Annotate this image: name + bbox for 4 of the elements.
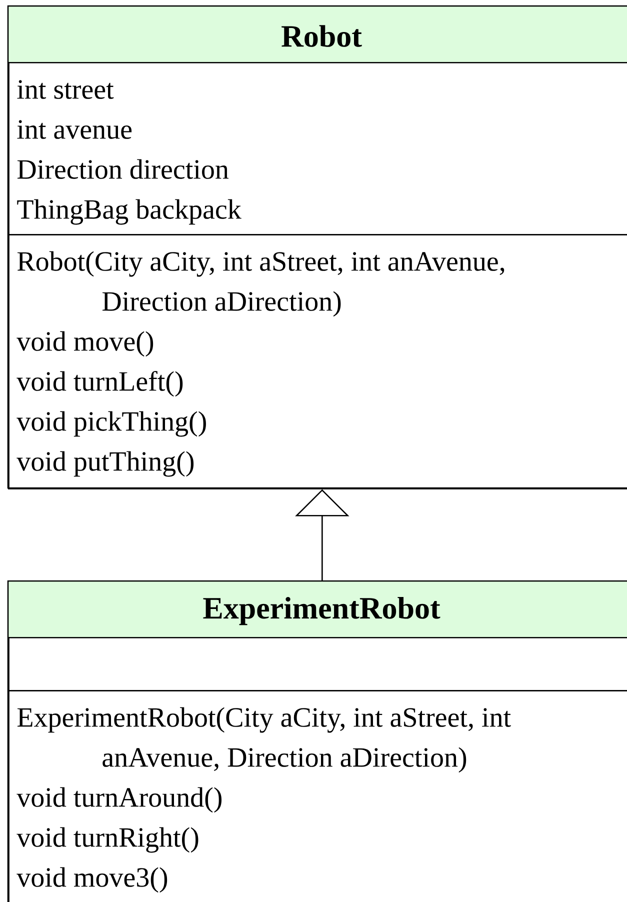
compartment: int street int avenue Direction direction ThingBag backpack: [8, 62, 627, 236]
compartment: Robot(City aCity, int aStreet, int anAvenue, Direction aDirection) void move() void turnLeft() void pickThing() void putThing(): [8, 234, 627, 490]
empty-compartment: [8, 637, 627, 692]
compartment: ExperimentRobot(City aCity, int aStreet, int anAvenue, Direction aDirection) void turnAround() void turnRight() void move3(): [8, 690, 627, 902]
